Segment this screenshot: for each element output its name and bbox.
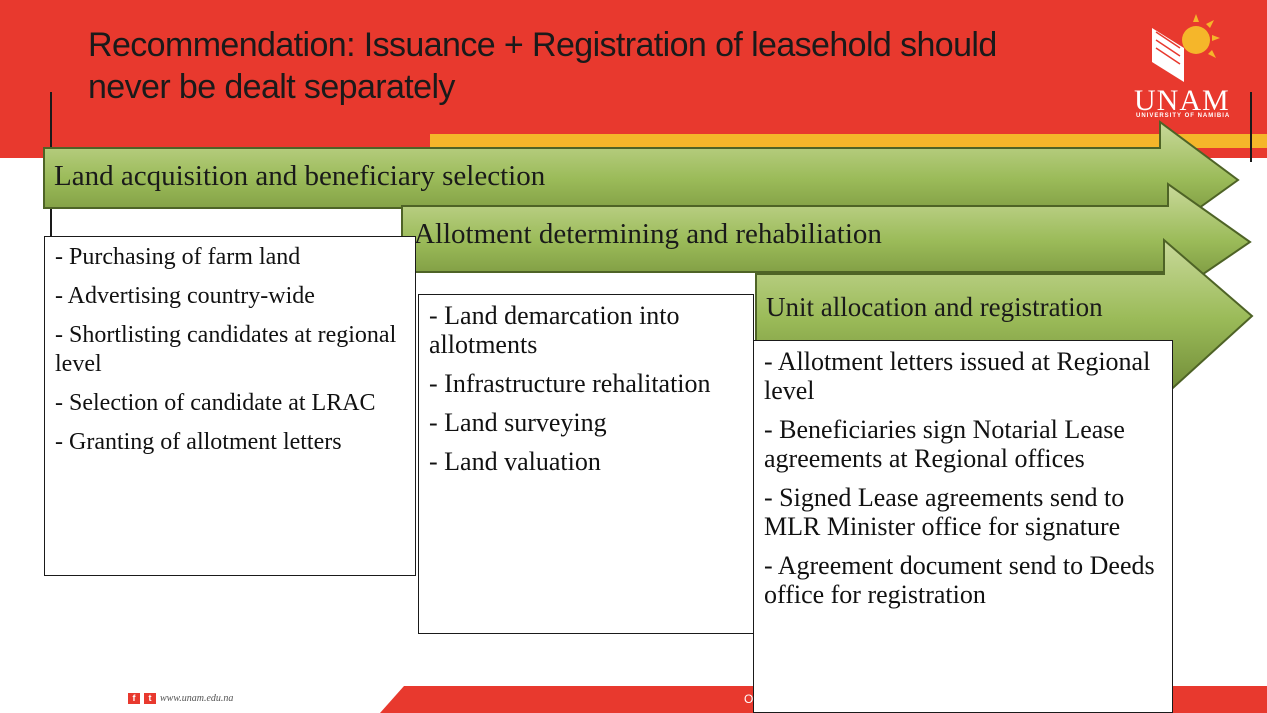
stage-3-details-box: - Allotment letters issued at Regional l…	[753, 340, 1173, 713]
logo-subtitle: UNIVERSITY OF NAMIBIA	[1136, 113, 1231, 119]
stage-1-details-box: - Purchasing of farm land - Advertising …	[44, 236, 416, 576]
stage-1-item: - Shortlisting candidates at regional le…	[55, 322, 397, 377]
stage-1-item: - Granting of allotment letters	[55, 429, 342, 455]
stage-3-item: - Allotment letters issued at Regional l…	[764, 347, 1151, 405]
unam-logo-icon	[1152, 14, 1220, 82]
stage-2-arrow	[401, 182, 1252, 300]
slide-title-line-1: Recommendation: Issuance + Registration …	[88, 26, 997, 64]
facebook-icon[interactable]: f	[128, 693, 140, 704]
stage-2-item: - Land surveying	[429, 408, 607, 437]
stage-1-title: Land acquisition and beneficiary selecti…	[54, 160, 546, 192]
stage-2-details-box: - Land demarcation into allotments - Inf…	[418, 294, 754, 634]
website-link[interactable]: www.unam.edu.na	[160, 693, 234, 704]
stage-1-item: - Advertising country-wide	[55, 283, 315, 309]
stage-3-item: - Beneficiaries sign Notarial Lease agre…	[764, 415, 1125, 473]
right-vertical-rule	[1250, 92, 1252, 162]
stage-2-item: - Land valuation	[429, 447, 601, 476]
stage-3-item: - Signed Lease agreements send to MLR Mi…	[764, 483, 1125, 541]
stage-2-title: Allotment determining and rehabiliation	[414, 218, 882, 250]
logo-wordmark: UNAM	[1134, 84, 1230, 117]
stage-3-title: Unit allocation and registration	[766, 292, 1103, 322]
slide-title: Recommendation: Issuance + Registration …	[88, 24, 1128, 108]
stage-1-item: - Purchasing of farm land	[55, 244, 301, 270]
header-band	[0, 0, 1267, 158]
stage-2-item: - Infrastructure rehalitation	[429, 369, 711, 398]
slide-title-line-2: never be dealt separately	[88, 68, 455, 106]
footer-website: f t www.unam.edu.na	[128, 693, 233, 704]
header-gold-stripe	[430, 134, 1267, 148]
twitter-icon[interactable]: t	[144, 693, 156, 704]
footer-mark: O	[744, 692, 754, 706]
stage-1-item: - Selection of candidate at LRAC	[55, 390, 376, 416]
stage-3-item: - Agreement document send to Deeds offic…	[764, 551, 1155, 609]
stage-2-item: - Land demarcation into allotments	[429, 301, 680, 359]
